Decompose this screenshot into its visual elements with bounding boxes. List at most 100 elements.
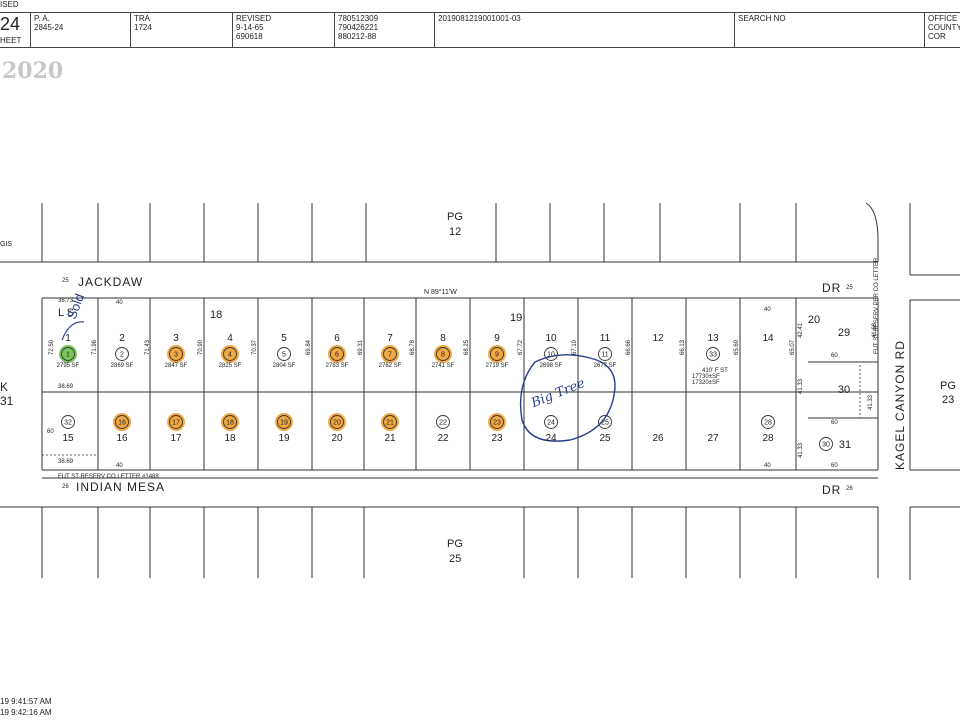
dim-60: 60: [831, 353, 838, 359]
dim-25: 25: [846, 285, 853, 291]
svg-text:28: 28: [764, 420, 772, 427]
rev-code: 790426221: [338, 23, 379, 32]
svg-text:19: 19: [280, 420, 288, 427]
depth-dimension: 71.43: [145, 339, 151, 355]
revised-date: 9-14-65: [236, 23, 264, 32]
lot-number: 28: [762, 433, 774, 444]
depth-dimension: 69.84: [306, 339, 312, 355]
edge-label: ISED: [0, 0, 19, 9]
pg-top-label: PG: [447, 211, 463, 223]
svg-text:5: 5: [282, 352, 286, 359]
lot-number: 18: [224, 433, 236, 444]
tract-18: 18: [210, 309, 223, 321]
pg-right-label: PG: [940, 380, 956, 392]
svg-text:18: 18: [226, 420, 234, 427]
dim-40: 40: [116, 300, 123, 306]
dim-26: 26: [846, 486, 853, 492]
bottom-dim: 38.69: [58, 384, 74, 390]
lot-area: 2677 SF: [593, 363, 617, 369]
lot-number: 8: [440, 333, 446, 344]
parcel-marker: 16: [113, 413, 131, 431]
lot-area: 2719 SF: [485, 363, 509, 369]
svg-text:30: 30: [822, 442, 830, 449]
parcel-marker: 8: [434, 345, 452, 363]
office-cell: OFFICE COUNTY COR: [924, 12, 960, 48]
ls-note: L S: [58, 307, 75, 319]
svg-text:17: 17: [172, 420, 180, 427]
dim-60: 60: [831, 463, 838, 469]
dim-40: 40: [116, 463, 123, 469]
revised-label: REVISED: [236, 14, 272, 23]
parcel-marker: 7: [381, 345, 399, 363]
top-dim: 38.73: [58, 298, 74, 304]
parcel-marker: 23: [488, 413, 506, 431]
revised-num: 690618: [236, 32, 263, 41]
lot-number: 7: [387, 333, 393, 344]
pg-bottom-label: PG: [447, 538, 463, 550]
depth-dimension: 66.66: [626, 339, 632, 355]
svg-text:32: 32: [64, 420, 72, 427]
side-dimension: 42.41: [798, 322, 804, 338]
lot-number: 5: [281, 333, 287, 344]
lot-number: 22: [437, 433, 449, 444]
parcel-marker: 17: [167, 413, 185, 431]
rev-codes-cell: 780512309 790426221 880212-88: [334, 12, 434, 48]
doc-id-cell: 2019081219001001-03: [434, 12, 734, 48]
svg-text:4: 4: [228, 352, 232, 359]
depth-dimension: 69.31: [358, 339, 364, 355]
lot-area: 2869 SF: [110, 363, 134, 369]
reserve-note-right: FUT ST RESERV PER CO LETTER: [874, 257, 880, 354]
svg-text:3: 3: [174, 352, 178, 359]
svg-text:23: 23: [493, 420, 501, 427]
parcel-marker: 32: [61, 415, 75, 429]
big-tree-outline: [519, 354, 616, 442]
svg-text:16: 16: [118, 420, 126, 427]
parcel-marker: 20: [328, 413, 346, 431]
depth-dimension: 67.19: [572, 339, 578, 355]
lot-number: 11: [599, 333, 611, 344]
rev-code: 880212-88: [338, 32, 377, 41]
pg-right-number: 23: [942, 394, 955, 406]
lot-number: 14: [762, 333, 774, 344]
parcel-marker: 10: [544, 347, 558, 361]
parcel-marker: 18: [221, 413, 239, 431]
lot-area: 2741 SF: [431, 363, 455, 369]
rev-code: 780512309: [338, 14, 379, 23]
lot-number: 1: [65, 333, 71, 344]
lot-area: 2825 SF: [218, 363, 242, 369]
lot-area: 2698 SF: [539, 363, 563, 369]
side-dimension: 41.33: [798, 442, 804, 458]
sheet-label: HEET: [0, 36, 22, 45]
lot-number: 20: [807, 314, 821, 326]
svg-text:21: 21: [386, 420, 394, 427]
lot-number: 9: [494, 333, 500, 344]
parcel-marker: 2: [115, 347, 129, 361]
lot-number: 21: [384, 433, 396, 444]
lot-number: 16: [116, 433, 128, 444]
svg-text:8: 8: [441, 352, 445, 359]
dim-60: 60: [831, 420, 838, 426]
lot-number: 4: [227, 333, 233, 344]
title-block: ISED 24 HEET P. A. 2845-24 TRA 1724 REVI…: [0, 0, 960, 48]
pg-bottom-number: 25: [449, 553, 462, 565]
dim-25: 25: [62, 278, 69, 284]
parcel-marker: 19: [275, 413, 293, 431]
parcel-marker: 24: [544, 415, 558, 429]
pa-cell: P. A. 2845-24: [30, 12, 130, 48]
lot-area: 2847 SF: [164, 363, 188, 369]
svg-text:25: 25: [601, 420, 609, 427]
parcel-marker: 33: [706, 347, 720, 361]
depth-dimension: 66.13: [680, 339, 686, 355]
street-jackdaw-dr: DR: [822, 281, 842, 295]
side-dimension: 41.33: [868, 394, 874, 410]
parcel-marker: 25: [598, 415, 612, 429]
street-kagel-canyon: KAGEL CANYON RD: [893, 340, 907, 470]
sheet-number: 24: [0, 14, 21, 34]
parcel-marker: 22: [436, 415, 450, 429]
svg-text:33: 33: [709, 352, 717, 359]
lot-number: 15: [62, 433, 74, 444]
year-watermark: 2020: [2, 58, 64, 84]
parcel-marker: 3: [167, 345, 185, 363]
street-indian-mesa-dr: DR: [822, 483, 842, 497]
pg-top-number: 12: [449, 226, 462, 238]
